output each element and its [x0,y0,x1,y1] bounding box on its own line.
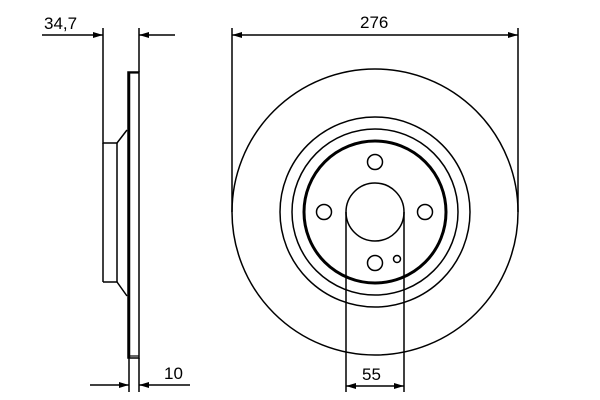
label-center-bore: 55 [362,365,381,384]
center-bore [345,182,405,242]
ring-inner-circle-2 [291,128,459,296]
label-overall-height: 34,7 [44,14,78,33]
label-disc-thickness: 10 [164,364,183,383]
hat-profile [102,62,128,144]
front-view [231,28,519,392]
ring-inner-circle-1 [279,116,471,308]
locating-hole [392,254,402,264]
label-outer-diameter: 276 [360,13,389,32]
bolt-hole-bottom [366,254,384,272]
hat-circle [302,139,448,285]
side-view [102,28,140,392]
bolt-hole-left [315,203,333,221]
bolt-hole-top [366,153,384,171]
bolt-hole-right [416,203,434,221]
